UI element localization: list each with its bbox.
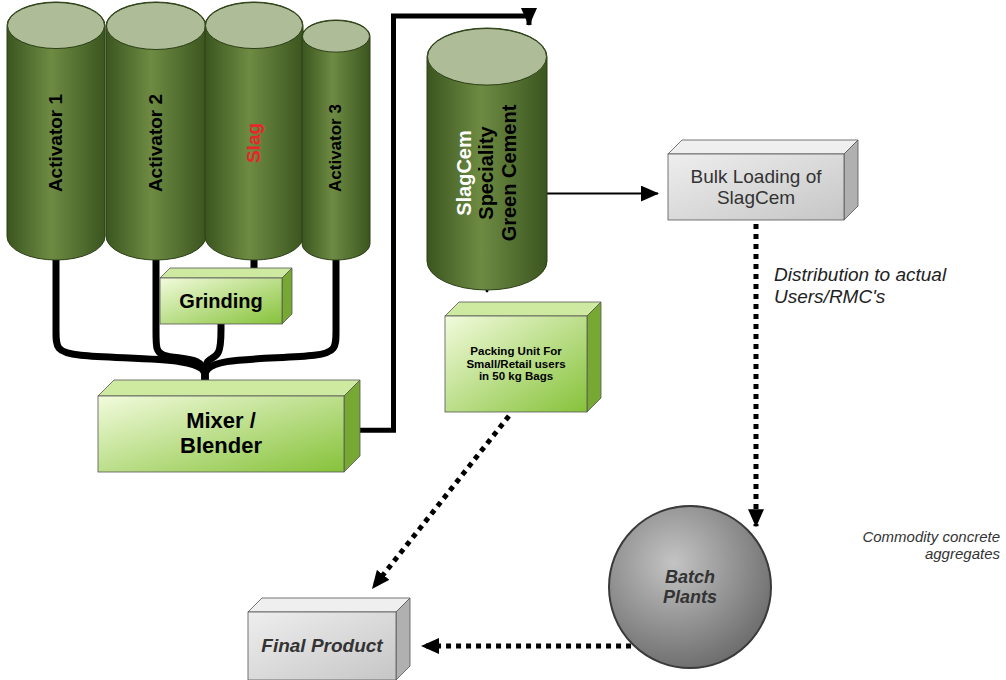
text-holder: Activator 2: [145, 44, 166, 242]
silo-body: [106, 2, 206, 260]
box-top: [98, 380, 360, 396]
node-text: Activator 3: [326, 104, 345, 192]
dotted-arrow: [754, 224, 759, 526]
text-holder: Packing Unit For Small/Retail users in 5…: [445, 316, 587, 412]
node-text: Speciality Green Cement: [476, 103, 521, 243]
node-text: Slag: [243, 123, 264, 163]
plant-circle: Batch Plants: [608, 505, 772, 669]
node-text: SlagCem: [453, 131, 475, 217]
storage-silo: Activator 2: [106, 2, 206, 260]
dotted-arrow: [422, 644, 631, 649]
dotted-arrow: [373, 416, 509, 588]
text-holder: Slag: [243, 43, 264, 242]
silo-top: [303, 21, 370, 53]
storage-silo: Activator 1: [7, 2, 105, 260]
process-box: Grinding: [160, 268, 292, 324]
flow-line: [547, 193, 658, 195]
node-text: Bulk Loading of SlagCem: [676, 166, 836, 209]
storage-silo: Slag: [205, 2, 303, 260]
box-front: [248, 612, 396, 680]
box-front: [668, 154, 844, 220]
text-holder: Bulk Loading of SlagCem: [668, 154, 844, 220]
node-text: Packing Unit For Small/Retail users in 5…: [461, 345, 571, 384]
process-box: Bulk Loading of SlagCem: [668, 140, 858, 220]
silo-body: [205, 2, 303, 260]
storage-silo: Activator 3: [302, 20, 370, 260]
box-top: [160, 268, 292, 278]
text-holder: Final Product: [248, 612, 396, 680]
silo-body: [7, 2, 105, 260]
box-front: [98, 396, 344, 472]
plant-disc: [609, 506, 771, 668]
text-holder: Batch Plants: [608, 505, 772, 669]
box-front: [160, 278, 282, 324]
silo-top: [8, 3, 105, 49]
silo-top: [206, 3, 303, 49]
box-top: [248, 598, 410, 612]
flow-line: [251, 260, 258, 268]
box-side: [282, 268, 292, 324]
box-top: [668, 140, 858, 154]
node-text: Mixer / Blender: [156, 409, 286, 458]
silo-body: [302, 20, 370, 260]
process-box: Mixer / Blender: [98, 380, 360, 472]
process-box: Packing Unit For Small/Retail users in 5…: [445, 302, 601, 412]
box-top: [445, 302, 601, 316]
box-side: [344, 380, 360, 472]
text-holder: Mixer / Blender: [98, 396, 344, 472]
text-holder: SlagCemSpeciality Green Cement: [453, 77, 520, 269]
output-box: Final Product: [248, 598, 410, 680]
box-side: [844, 140, 858, 220]
node-text: Activator 2: [145, 94, 166, 192]
node-text: Final Product: [261, 635, 382, 656]
text-holder: Activator 3: [326, 50, 345, 245]
box-side: [396, 598, 410, 680]
box-front: [445, 316, 587, 412]
box-side: [587, 302, 601, 412]
product-silo: SlagCemSpeciality Green Cement: [427, 28, 547, 290]
text-holder: Activator 1: [45, 43, 66, 242]
shape-outline: [445, 302, 601, 412]
note-label: Commodity concrete aggregates: [806, 528, 1000, 563]
text-holder: Grinding: [160, 278, 282, 324]
silo-top: [107, 3, 206, 50]
silo-body: [427, 28, 547, 290]
node-text: Grinding: [179, 290, 262, 312]
edge-label: Distribution to actual Users/RMC's: [774, 264, 989, 308]
node-text: Activator 1: [45, 94, 66, 192]
node-text: Batch Plants: [640, 567, 740, 607]
silo-top: [428, 29, 547, 86]
